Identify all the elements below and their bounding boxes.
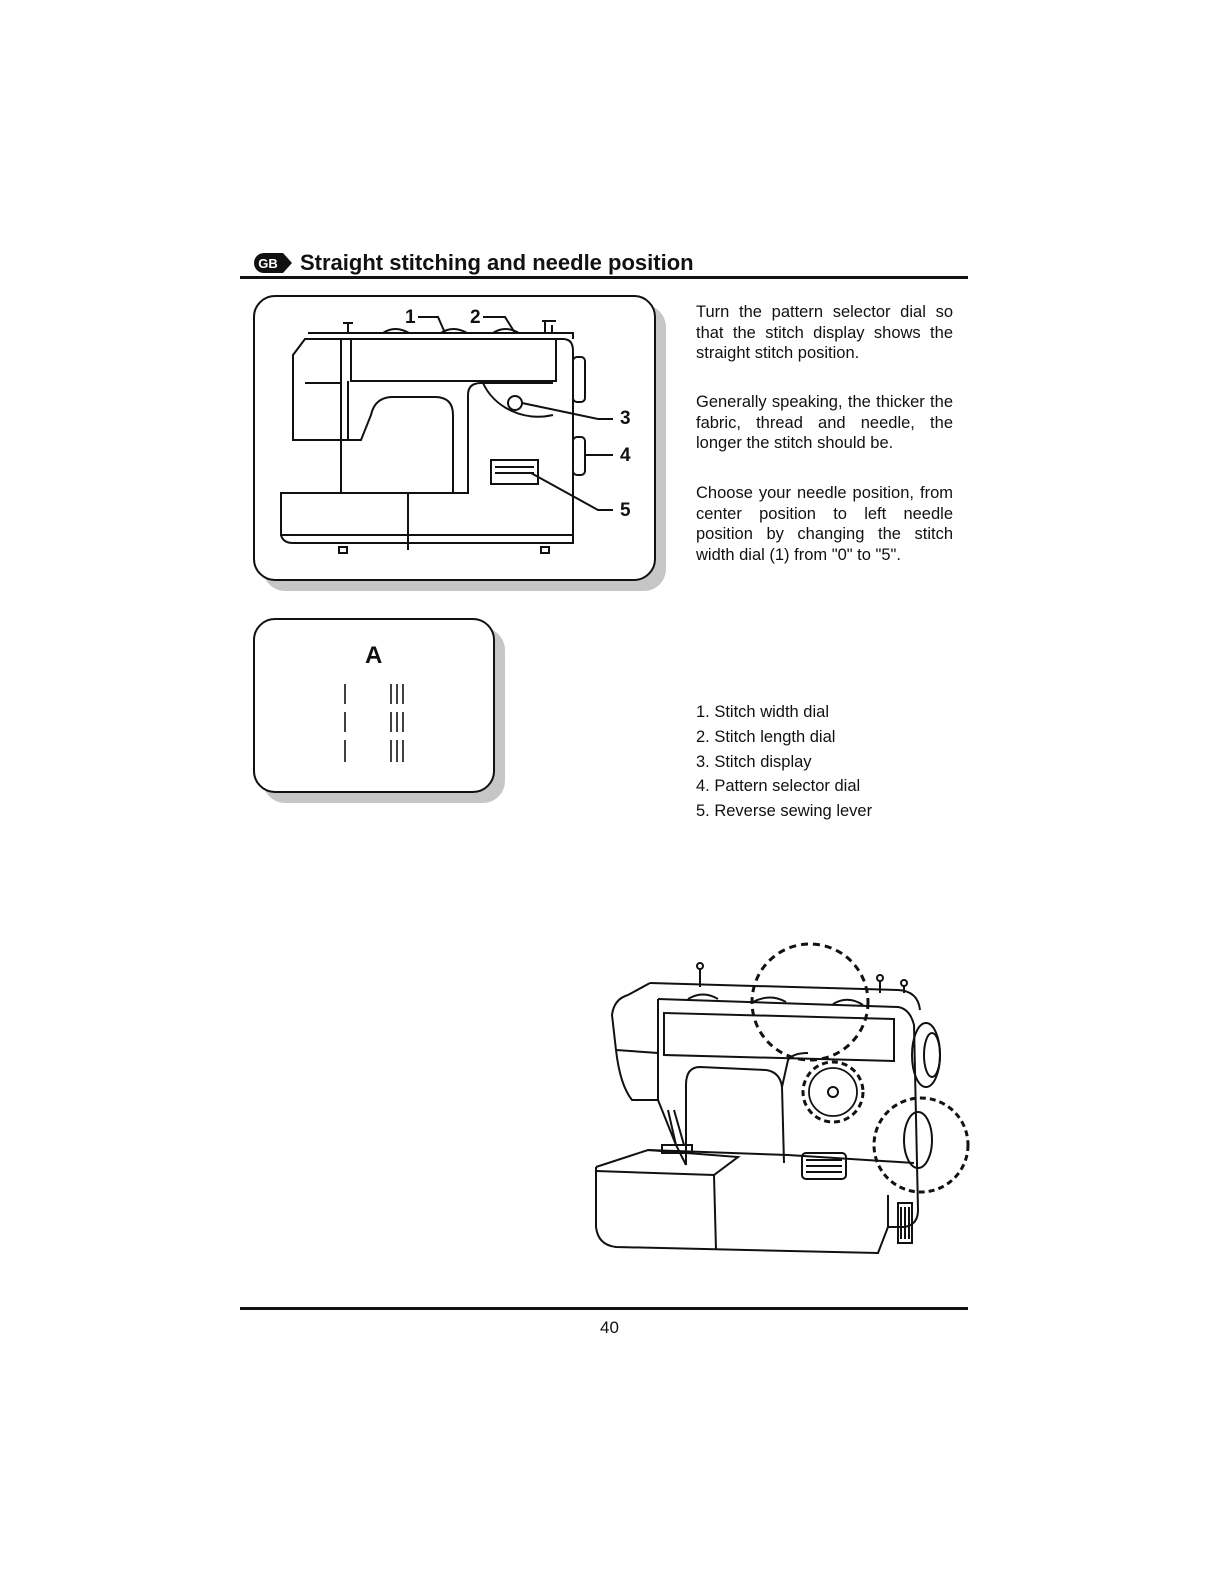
parts-legend: 1. Stitch width dial 2. Stitch length di… — [696, 700, 872, 824]
gb-badge-label: GB — [258, 256, 278, 271]
stitch-display-panel: A — [253, 618, 505, 803]
straight-stitch-pattern-icon — [344, 684, 404, 762]
page-title: Straight stitching and needle position — [300, 250, 694, 275]
page-number: 40 — [600, 1318, 619, 1337]
footer-rule — [240, 1307, 968, 1310]
sewing-machine-front-diagram — [280, 316, 613, 554]
instruction-paragraph-2: Generally speaking, the thicker the fabr… — [696, 393, 953, 452]
callout-2: 2 — [470, 307, 481, 328]
callout-1: 1 — [405, 307, 416, 328]
header-rule — [240, 276, 968, 279]
sewing-machine-perspective-illustration — [595, 942, 970, 1255]
instruction-paragraph-3: Choose your needle position, from center… — [696, 484, 953, 564]
callout-4: 4 — [620, 445, 631, 466]
legend-item: 2. Stitch length dial — [696, 727, 836, 746]
legend-item: 4. Pattern selector dial — [696, 777, 861, 796]
callout-5: 5 — [620, 500, 631, 521]
instruction-paragraph-1: Turn the pattern selector dial so that t… — [696, 303, 953, 362]
legend-item: 5. Reverse sewing lever — [696, 802, 873, 821]
section-header: GB Straight stitching and needle positio… — [253, 248, 969, 280]
gb-language-badge-icon: GB — [254, 253, 292, 273]
machine-diagram-panel: 1 2 3 4 5 — [253, 295, 666, 591]
legend-item: 1. Stitch width dial — [696, 703, 829, 721]
callout-3: 3 — [620, 408, 631, 429]
stitch-pattern-label: A — [365, 642, 383, 669]
legend-item: 3. Stitch display — [696, 752, 812, 771]
